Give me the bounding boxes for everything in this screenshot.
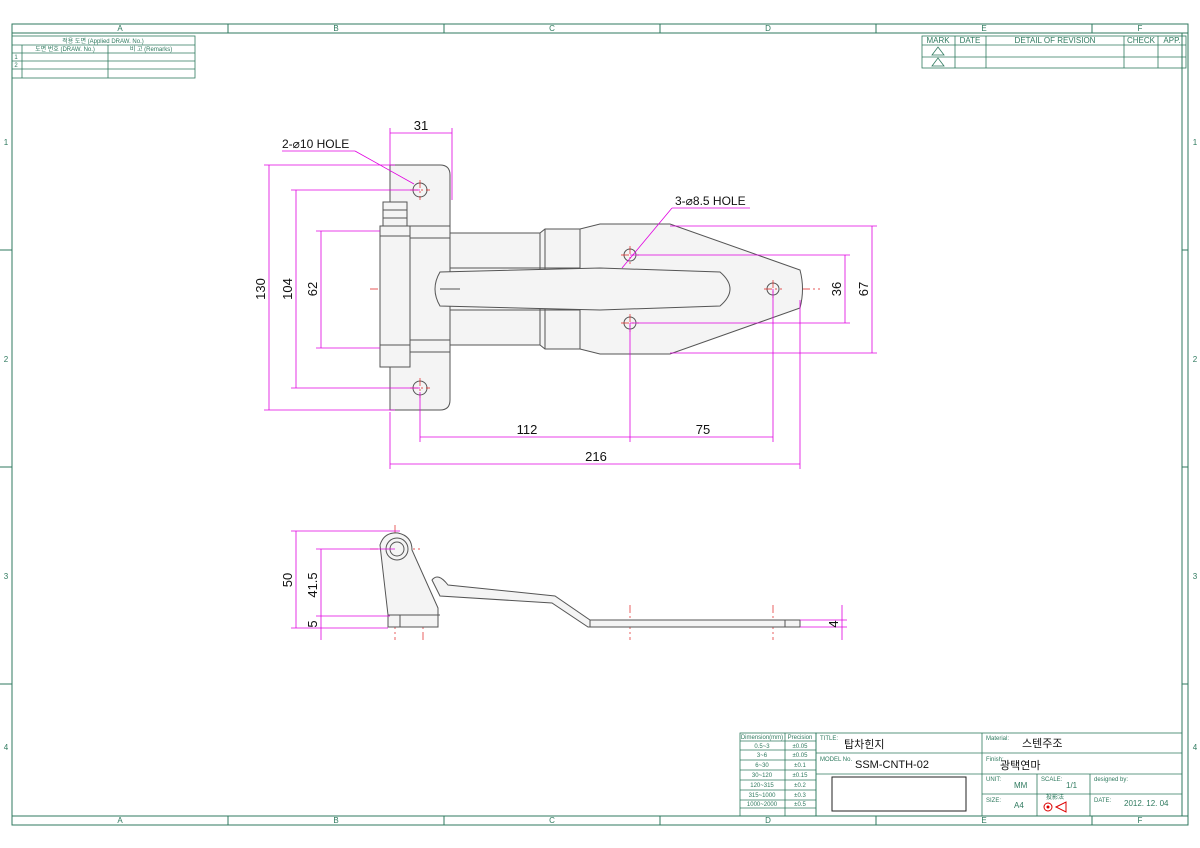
zone-row-3: 3 (4, 572, 9, 581)
zone-col-e-bottom: E (981, 816, 986, 825)
projection-label: 投影法 (1046, 793, 1064, 801)
applied-drawing-table: 적용 도면 (Applied DRAW. No.) 도면 번호 (DRAW. N… (11, 35, 196, 79)
model-number: SSM-CNTH-02 (855, 759, 929, 771)
zone-col-f-bottom: F (1138, 816, 1143, 825)
tol-row-3-range: 6~30 (755, 763, 769, 769)
tol-row-4-range: 30~120 (752, 773, 773, 779)
dim-216: 216 (585, 449, 607, 464)
zone-row-4-right: 4 (1193, 743, 1198, 752)
tol-row-6-range: 315~1000 (749, 793, 777, 799)
zone-col-a: A (117, 24, 123, 33)
revision-table: MARK DATE DETAIL OF REVISION CHECK APP. (921, 35, 1187, 69)
material-value: 스텐주조 (1022, 737, 1062, 750)
zone-row-4: 4 (4, 743, 9, 752)
zone-col-e: E (981, 24, 986, 33)
tol-header-precision: Precision (788, 735, 813, 741)
finish-label: Finish: (986, 757, 1004, 763)
zone-col-b: B (333, 24, 338, 33)
zone-row-2-right: 2 (1193, 355, 1198, 364)
title-label: TITLE: (820, 736, 838, 742)
zone-row-3-right: 3 (1193, 572, 1198, 581)
projection-symbol-icon (1043, 801, 1067, 813)
tol-row-5-range: 120~315 (750, 783, 774, 789)
tolerance-table: Dimension(mm) Precision 0.5~3 ±0.05 3~6 … (739, 732, 817, 817)
dim-41-5: 41.5 (305, 572, 320, 597)
applied-col-remarks: 비 고 (Remarks) (130, 45, 172, 53)
tol-row-7-range: 1000~2000 (747, 802, 778, 808)
side-view-dimensions: 50 41.5 5 4 (280, 530, 847, 640)
designed-label: designed by: (1094, 777, 1128, 783)
tol-row-1-range: 0.5~3 (754, 744, 770, 750)
unit-label: UNIT: (986, 777, 1001, 783)
scale-label: SCALE: (1041, 777, 1063, 783)
rev-col-detail: DETAIL OF REVISION (1015, 36, 1096, 45)
rev-col-app: APP. (1163, 36, 1180, 45)
applied-col-drawno: 도면 번호 (DRAW. No.) (35, 45, 95, 53)
dim-75: 75 (696, 422, 710, 437)
zone-labels-right: 1 2 3 4 (1193, 138, 1198, 752)
hinge-side-view (370, 525, 801, 640)
date-value: 2012. 12. 04 (1124, 799, 1169, 808)
model-label: MODEL No. (820, 757, 852, 763)
tol-row-7-value: ±0.5 (794, 802, 806, 808)
dim-112: 112 (517, 422, 538, 437)
dim-31: 31 (414, 118, 428, 133)
dim-36: 36 (829, 282, 844, 296)
material-label: Material: (986, 736, 1009, 742)
zone-row-1-right: 1 (1193, 138, 1198, 147)
zone-col-c-bottom: C (549, 816, 555, 825)
tol-row-5-value: ±0.2 (794, 783, 806, 789)
dim-67: 67 (856, 282, 871, 296)
zone-col-f: F (1138, 24, 1143, 33)
dim-4: 4 (826, 620, 841, 627)
unit-value: MM (1014, 781, 1028, 790)
dim-104: 104 (280, 278, 295, 300)
zone-labels-left: 1 2 3 4 (4, 138, 9, 752)
note-3-hole: 3-⌀8.5 HOLE (675, 194, 746, 208)
zone-col-d-bottom: D (765, 816, 771, 825)
tol-row-4-value: ±0.15 (793, 773, 809, 779)
dim-5: 5 (305, 620, 320, 627)
scale-value: 1/1 (1066, 781, 1078, 790)
dim-130: 130 (253, 278, 268, 300)
hinge-top-view (370, 164, 820, 411)
revision-triangle-icon (931, 46, 945, 67)
zone-col-b-bottom: B (333, 816, 338, 825)
date-label: DATE: (1094, 798, 1112, 804)
applied-row-2: 2 (14, 63, 18, 69)
title-block: TITLE: 탑차힌지 MODEL No. SSM-CNTH-02 Materi… (815, 732, 1183, 817)
zone-col-a-bottom: A (117, 816, 123, 825)
zone-row-1: 1 (4, 138, 9, 147)
finish-value: 광택연마 (1000, 759, 1040, 772)
dim-62: 62 (305, 282, 320, 296)
tol-row-1-value: ±0.05 (793, 744, 809, 750)
zone-col-c: C (549, 24, 555, 33)
zone-labels-top: A B C D E F (117, 24, 1142, 33)
rev-col-check: CHECK (1127, 36, 1156, 45)
drawing-title: 탑차힌지 (844, 738, 884, 751)
zone-row-2: 2 (4, 355, 9, 364)
applied-table-title: 적용 도면 (Applied DRAW. No.) (62, 37, 144, 45)
rev-col-date: DATE (960, 36, 981, 45)
tol-header-dimension: Dimension(mm) (741, 735, 783, 741)
rev-col-mark: MARK (926, 36, 950, 45)
tol-row-3-value: ±0.1 (794, 763, 806, 769)
zone-labels-bottom: A B C D E F (117, 816, 1142, 825)
size-value: A4 (1014, 801, 1024, 810)
top-view-dimensions: 31 2-⌀10 HOLE 3-⌀8.5 HOLE 130 104 62 36 … (253, 118, 877, 469)
size-label: SIZE: (986, 798, 1001, 804)
tol-row-6-value: ±0.3 (794, 793, 806, 799)
drawing-frame (0, 23, 1189, 826)
zone-col-d: D (765, 24, 771, 33)
note-2-hole: 2-⌀10 HOLE (282, 137, 349, 151)
applied-row-1: 1 (14, 55, 18, 61)
tol-row-2-value: ±0.05 (793, 753, 809, 759)
dim-50: 50 (280, 573, 295, 587)
tol-row-2-range: 3~6 (757, 753, 768, 759)
